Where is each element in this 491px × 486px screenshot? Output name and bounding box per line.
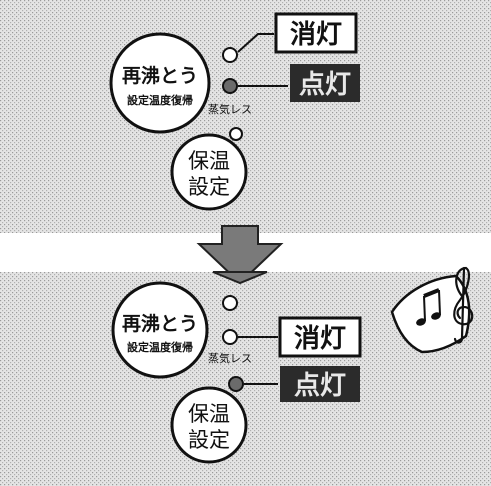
bottom-keep-warm-button[interactable]: 保温 設定 — [170, 386, 248, 464]
top-steam-less-label: 蒸気レス — [208, 102, 252, 116]
top-lamp-off-leader-line — [237, 33, 274, 53]
top-keep-warm-label: 保温 — [188, 149, 230, 173]
bottom-reboil-button[interactable]: 再沸とう 設定温度復帰 — [111, 281, 209, 379]
bottom-label-on: 点灯 — [294, 370, 346, 401]
top-label-on: 点灯 — [299, 69, 351, 100]
top-label-off-box — [274, 12, 358, 54]
down-arrow-icon — [196, 225, 284, 285]
bottom-lamp-off-indicator — [222, 329, 238, 345]
top-panel-background — [0, 0, 491, 233]
top-reboil-sublabel: 設定温度復帰 — [127, 93, 193, 107]
top-lamp-on-indicator — [222, 78, 238, 94]
bottom-label-off-box — [278, 316, 362, 358]
bottom-reboil-sublabel: 設定温度復帰 — [127, 340, 193, 354]
music-notes-icon — [390, 266, 474, 354]
bottom-panel: 再沸とう 設定温度復帰 消灯 蒸気レス 点灯 保温 設定 — [0, 266, 491, 486]
top-keep-warm-button[interactable]: 保温 設定 — [170, 133, 248, 211]
top-reboil-label: 再沸とう — [122, 64, 198, 87]
top-keep-warm-lamp — [229, 127, 243, 141]
bottom-lamp-on-indicator — [228, 376, 244, 392]
bottom-reboil-label: 再沸とう — [122, 312, 198, 335]
bottom-reboil-lamp — [222, 295, 238, 311]
top-label-off: 消灯 — [290, 20, 342, 50]
top-panel: 再沸とう 設定温度復帰 消灯 点灯 蒸気レス 保温 設定 — [0, 0, 491, 233]
top-lamp-off-indicator — [222, 47, 238, 63]
bottom-steam-less-label: 蒸気レス — [208, 351, 252, 365]
top-label-on-box — [290, 64, 360, 102]
top-keep-warm-sublabel: 設定 — [188, 175, 230, 199]
bottom-keep-warm-label: 保温 — [188, 402, 230, 426]
bottom-keep-warm-sublabel: 設定 — [188, 428, 230, 452]
top-reboil-button[interactable]: 再沸とう 設定温度復帰 — [109, 32, 211, 134]
bottom-label-off: 消灯 — [294, 324, 346, 354]
bottom-label-on-box — [280, 366, 360, 402]
